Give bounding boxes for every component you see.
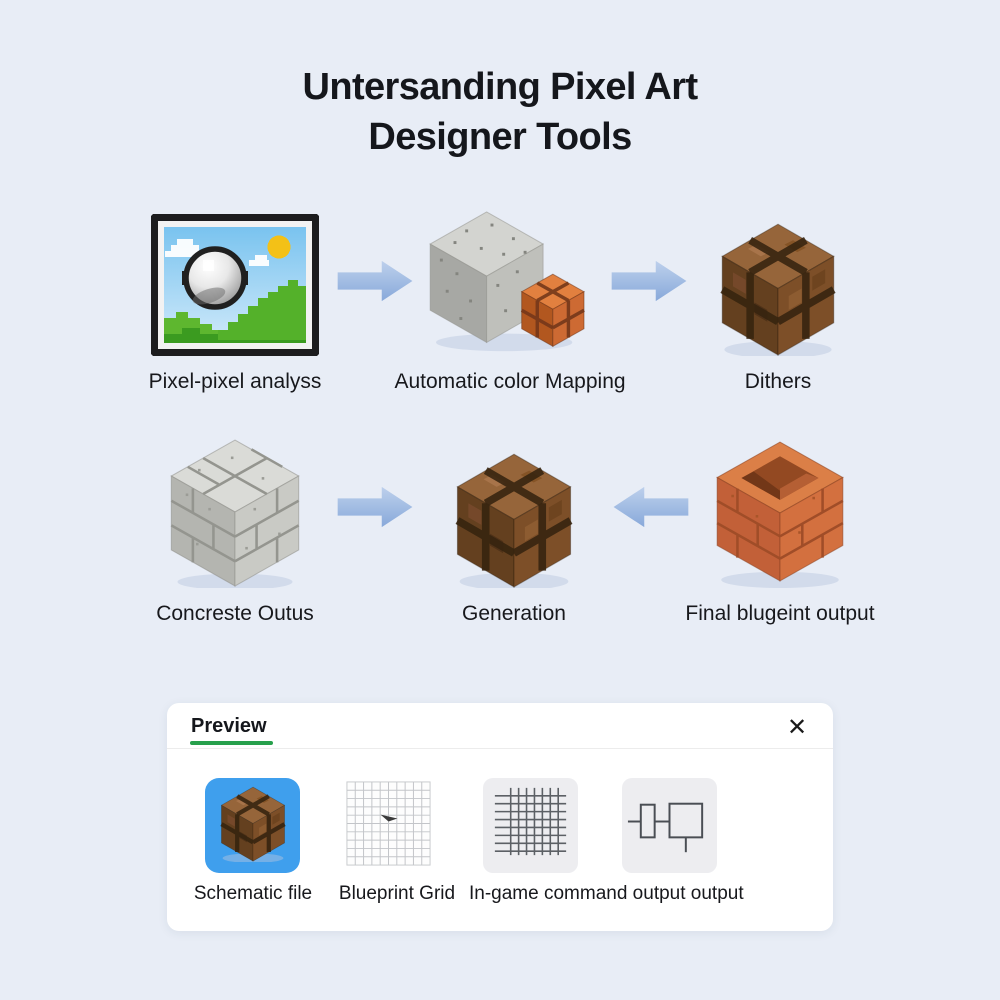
page-title-line1: Untersanding Pixel Art — [302, 66, 698, 108]
page-title: Untersanding Pixel Art Designer Tools — [0, 62, 1000, 162]
thumbnail-label: In-game command output output — [469, 883, 744, 904]
thumbnail-node-diagram[interactable] — [622, 778, 717, 873]
flow-step-label: Pixel-pixel analyss — [148, 370, 322, 393]
panel-divider — [167, 748, 833, 749]
close-icon[interactable]: ✕ — [781, 711, 813, 743]
thumbnail-ingame-grid[interactable] — [483, 778, 578, 873]
tab-preview[interactable]: Preview — [191, 715, 267, 737]
framed-pixel-image-icon — [151, 208, 319, 356]
page-title-line2: Designer Tools — [368, 116, 632, 158]
thumbnail-blueprint-grid[interactable] — [341, 778, 436, 873]
flow-step-label: Automatic color Mapping — [394, 370, 626, 393]
node-diagram-icon — [622, 776, 717, 876]
blueprint-grid-icon — [341, 776, 436, 876]
flow-step-label: Dithers — [744, 370, 812, 393]
flow-step-color-mapping: Automatic color Mapping — [380, 208, 640, 394]
open-brick-box-icon — [711, 438, 849, 588]
dirt-cube-thumbnail-icon — [219, 785, 287, 867]
flow-step-concrete-output: Concreste Outus — [105, 438, 365, 626]
flow-step-label: Generation — [462, 602, 566, 625]
dense-grid-icon — [483, 776, 578, 876]
tab-active-underline — [190, 741, 273, 745]
dirt-block-icon — [718, 208, 838, 356]
flow-step-label: Concreste Outus — [156, 602, 314, 625]
thumbnail-label: Schematic file — [193, 883, 313, 904]
flow-step-label: Final blugeint output — [685, 602, 875, 625]
thumbnail-label: Blueprint Grid — [338, 883, 456, 904]
stone-and-brick-cubes-icon — [426, 208, 594, 356]
preview-panel: Preview ✕ — [167, 703, 833, 931]
dirt-block-icon — [453, 438, 575, 588]
flow-step-generation: Generation — [384, 438, 644, 626]
stone-brick-cube-icon — [167, 438, 303, 588]
flow-step-pixel-analysis: Pixel-pixel analyss — [105, 208, 365, 394]
flow-step-final-output: Final blugeint output — [650, 438, 910, 626]
thumbnail-schematic-file[interactable] — [205, 778, 300, 873]
flow-step-dithers: Dithers — [648, 208, 908, 394]
